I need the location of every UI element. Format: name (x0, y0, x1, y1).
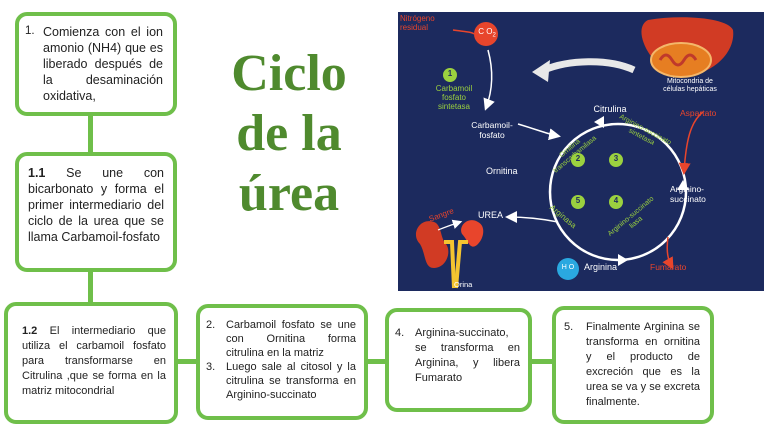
connector-1-11 (88, 114, 93, 154)
co2-subscript: 2 (492, 32, 496, 39)
enzyme-1-number: 1 (447, 69, 453, 78)
step-1-text: Comienza con el ion amonio (NH4) que es … (43, 25, 163, 103)
page-title: Ciclo de la úrea (204, 44, 374, 224)
step-2-3-box: 2. Carbamoil fosfato se une con Ornitina… (196, 304, 368, 420)
step-1-box: 1. Comienza con el ion amonio (NH4) que … (15, 12, 177, 116)
co2-circle (474, 22, 498, 46)
step-4-number: 4. (395, 327, 405, 339)
enzyme-2-number: 2 (575, 154, 581, 163)
enzyme-4-number: 4 (613, 196, 619, 205)
title-line-1: Ciclo (231, 45, 347, 102)
nitrogen-label: Nitrógeno residual (400, 14, 435, 32)
urea-cycle-illustration: Nitrógeno residual C O2 1 Carbamoil fosf… (398, 12, 764, 291)
connector-12-2 (176, 359, 198, 364)
fumarato-label: Fumarato (650, 262, 687, 272)
step-1-2-number: 1.2 (22, 325, 38, 337)
water-circle (557, 258, 579, 280)
mitochondria-label: Mitocondria de células hepáticas (663, 78, 717, 93)
step-2-number: 2. (206, 319, 216, 331)
step-1-1-text: Se une con bicarbonato y forma el primer… (28, 166, 164, 244)
step-5-box: 5. Finalmente Arginina se transforma en … (552, 306, 714, 424)
carbamoil-sintetasa-label: Carbamoil fosfato sintetasa (435, 84, 473, 111)
step-1-number: 1. (25, 25, 35, 37)
step-1-2-text: El intermediario que utiliza el carbamoi… (22, 325, 166, 397)
step-4-text: Arginina-succinato, se transforma en Arg… (415, 327, 520, 384)
kidney-icon (415, 221, 449, 268)
step-1-1-box: 1.1 Se une con bicarbonato y forma el pr… (15, 152, 177, 272)
urea-cycle-svg (415, 17, 734, 289)
ornitina-label: Ornitina (486, 166, 518, 176)
step-3-text: Luego sale al citosol y la citrulina se … (226, 361, 356, 401)
step-4-box: 4. Arginina-succinato, se transforma en … (385, 308, 532, 412)
title-line-3: úrea (238, 165, 340, 222)
arginino-succinato-label: Arginino- succinato (670, 184, 706, 204)
connector-11-12 (88, 270, 93, 304)
step-1-1-number: 1.1 (28, 166, 46, 180)
step-1-2-box: 1.2 El intermediario que utiliza el carb… (4, 302, 178, 424)
enzyme-5-number: 5 (575, 196, 581, 205)
step-5-number: 5. (564, 321, 574, 333)
co2-text: C O (478, 27, 493, 36)
h2o-text: H O (561, 264, 575, 271)
title-line-2: de la (236, 105, 342, 162)
orina-label: Orina (454, 280, 473, 289)
mitochondria-icon (650, 42, 712, 78)
step-2-text: Carbamoil fosfato se une con Ornitina fo… (226, 319, 356, 359)
big-arrow-icon (542, 58, 636, 74)
urea-label: UREA (478, 210, 504, 220)
co2-label: C O2 (476, 27, 498, 39)
arginina-label: Arginina (584, 262, 618, 272)
step-3-number: 3. (206, 361, 216, 373)
carbamoil-fosfato-label: Carbamoil- fosfato (471, 120, 513, 140)
h2o-label: H O (557, 264, 579, 271)
enzyme-3-number: 3 (613, 154, 619, 163)
citrulina-label: Citrulina (593, 104, 627, 114)
connector-2-4 (367, 359, 387, 364)
enzyme-number-circles (443, 68, 623, 209)
step-5-text: Finalmente Arginina se transforma en orn… (586, 321, 700, 408)
aspartato-label: Aspartato (680, 108, 717, 118)
connector-4-5 (530, 359, 556, 364)
